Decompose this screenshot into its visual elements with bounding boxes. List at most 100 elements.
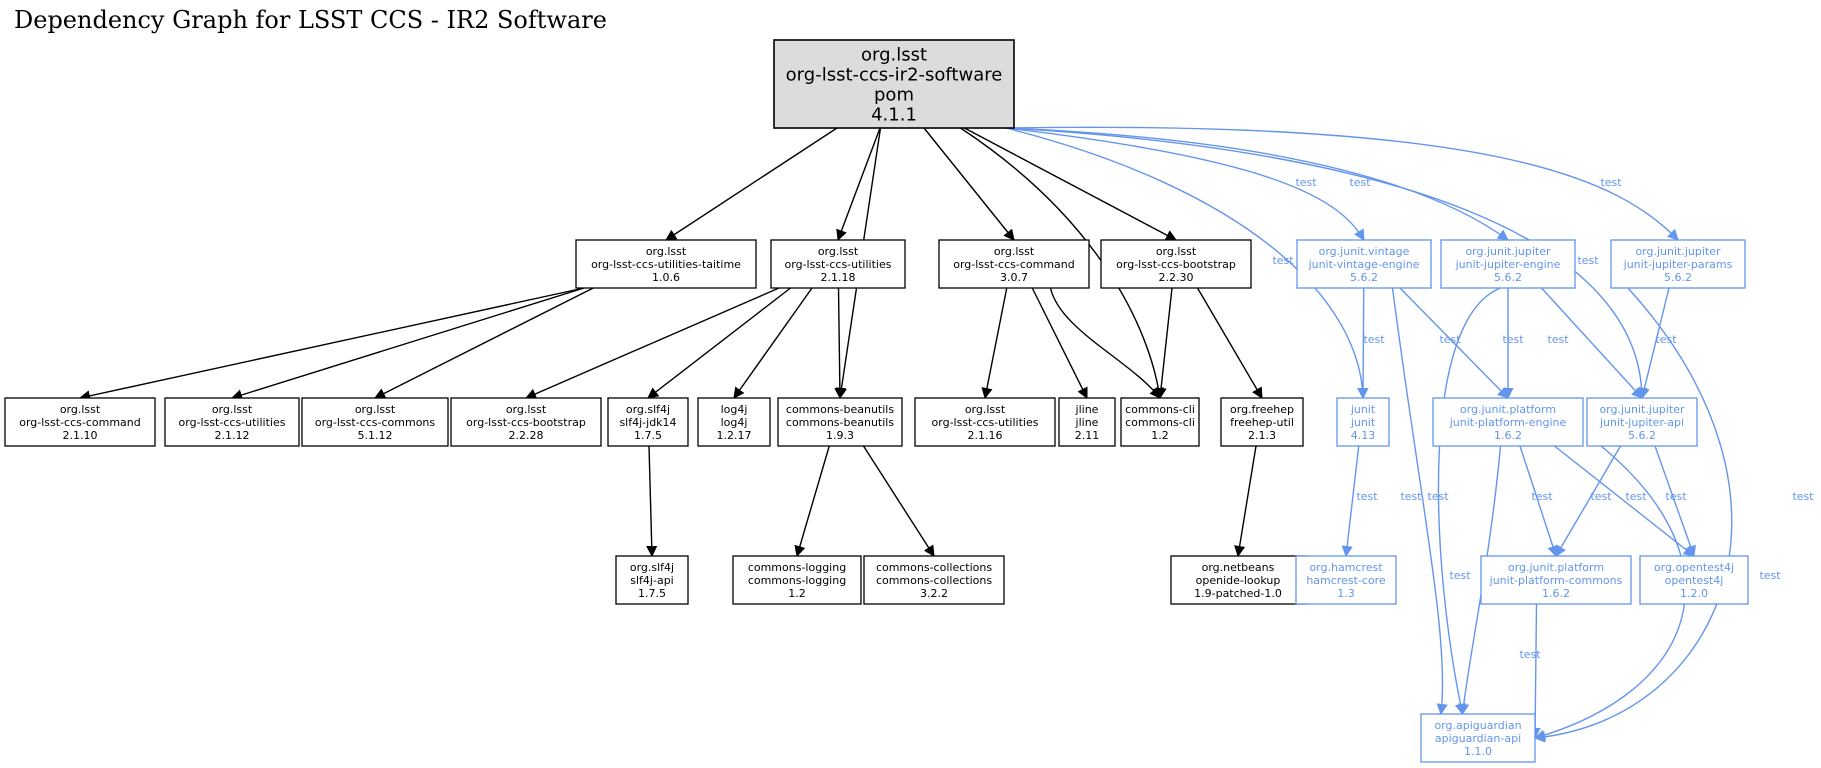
- edge-taitime-to-command2110: [78, 287, 585, 402]
- node-label-jupiterengine-line2: 5.6.2: [1494, 271, 1522, 284]
- node-label-logging-line0: commons-logging: [748, 561, 846, 574]
- edge-root-to-vintage: [1005, 127, 1365, 241]
- node-label-utilities2112-line2: 2.1.12: [215, 429, 250, 442]
- node-label-jline-line0: jline: [1075, 403, 1099, 416]
- node-label-jupiterapi-line2: 5.6.2: [1628, 429, 1656, 442]
- node-label-commonscli-line0: commons-cli: [1125, 403, 1195, 416]
- edge-label-root-to-jupiterparams: test: [1600, 176, 1622, 189]
- node-label-platformengine-line2: 1.6.2: [1494, 429, 1522, 442]
- node-platformengine: org.junit.platformjunit-platform-engine1…: [1432, 397, 1584, 447]
- node-box-hamcrest: [1295, 555, 1397, 605]
- node-label-utilities218-line0: org.lsst: [818, 245, 859, 258]
- node-box-taitime: [575, 239, 757, 289]
- node-label-jupiterengine-line0: org.junit.jupiter: [1465, 245, 1551, 258]
- node-label-jupiterapi-line0: org.junit.jupiter: [1599, 403, 1685, 416]
- edge-vintage-to-platformengine: [1399, 287, 1509, 399]
- edge-label-platformengine-to-opentest4j: test: [1625, 490, 1647, 503]
- node-label-utilities2116-line2: 2.1.16: [968, 429, 1003, 442]
- node-label-root-line3: 4.1.1: [871, 104, 917, 125]
- edge-utilities218-to-beanutils: [834, 287, 846, 400]
- edge-taitime-to-utilities2112: [230, 287, 585, 401]
- node-label-junit-line0: junit: [1350, 403, 1376, 416]
- node-label-apiguardian-line0: org.apiguardian: [1434, 719, 1521, 732]
- node-label-bootstrap2228-line2: 2.2.28: [509, 429, 544, 442]
- node-label-logging-line2: 1.2: [788, 587, 806, 600]
- node-label-bootstrap2228-line1: org-lsst-ccs-bootstrap: [466, 416, 586, 429]
- node-box-collections: [863, 555, 1005, 605]
- edge-root-to-jupiterapi: [1005, 127, 1648, 400]
- node-box-slf4jjdk: [607, 397, 689, 447]
- node-label-apiguardian-line2: 1.1.0: [1464, 745, 1492, 758]
- edge-label-jupiterengine-to-jupiterapi: test: [1547, 333, 1569, 346]
- node-label-taitime-line0: org.lsst: [646, 245, 687, 258]
- node-label-platformengine-line1: junit-platform-engine: [1449, 416, 1567, 429]
- node-jupiterparams: org.junit.jupiterjunit-jupiter-params5.6…: [1610, 239, 1746, 289]
- edge-root-to-taitime: [665, 127, 838, 241]
- node-box-log4j: [697, 397, 771, 447]
- node-box-jupiterapi: [1586, 397, 1698, 447]
- node-label-opentest4j-line1: opentest4j: [1665, 574, 1724, 587]
- node-box-utilities2116: [914, 397, 1056, 447]
- edge-root-to-utilities218: [836, 127, 881, 242]
- node-root: org.lsstorg-lsst-ccs-ir2-softwarepom4.1.…: [773, 39, 1015, 129]
- node-box-commons5112: [301, 397, 449, 447]
- node-label-log4j-line2: 1.2.17: [717, 429, 752, 442]
- node-label-opentest4j-line0: org.opentest4j: [1654, 561, 1734, 574]
- node-label-utilities2116-line0: org.lsst: [965, 403, 1006, 416]
- edge-label-jupiterengine-to-apiguardian: test: [1427, 490, 1449, 503]
- node-label-hamcrest-line2: 1.3: [1337, 587, 1355, 600]
- node-label-utilities218-line1: org-lsst-ccs-utilities: [785, 258, 892, 271]
- edge-junit-to-hamcrest: [1341, 445, 1360, 558]
- node-label-slf4jjdk-line0: org.slf4j: [626, 403, 670, 416]
- graph-title: Dependency Graph for LSST CCS - IR2 Soft…: [14, 6, 607, 34]
- edge-beanutils-to-collections: [862, 445, 935, 557]
- edge-utilities218-to-slf4jjdk: [647, 287, 791, 399]
- edge-root-to-command307: [923, 127, 1015, 241]
- node-label-collections-line0: commons-collections: [876, 561, 992, 574]
- node-label-beanutils-line2: 1.9.3: [826, 429, 854, 442]
- node-label-junit-line1: junit: [1350, 416, 1376, 429]
- node-label-commons5112-line1: org-lsst-ccs-commons: [315, 416, 436, 429]
- node-box-apiguardian: [1420, 713, 1536, 763]
- node-box-bootstrap2230: [1100, 239, 1252, 289]
- node-label-command2110-line0: org.lsst: [60, 403, 101, 416]
- node-label-jupiterapi-line1: junit-jupiter-api: [1599, 416, 1684, 429]
- node-label-platformcommons-line0: org.junit.platform: [1508, 561, 1604, 574]
- node-box-utilities2112: [164, 397, 300, 447]
- node-box-slf4japi: [615, 555, 689, 605]
- edge-platformengine-to-opentest4j: [1554, 445, 1695, 557]
- nodes-layer: org.lsstorg-lsst-ccs-ir2-softwarepom4.1.…: [4, 39, 1749, 763]
- node-label-command307-line0: org.lsst: [994, 245, 1035, 258]
- node-label-beanutils-line1: commons-beanutils: [786, 416, 894, 429]
- node-box-platformcommons: [1480, 555, 1632, 605]
- node-label-freehep-line2: 2.1.3: [1248, 429, 1276, 442]
- node-label-taitime-line1: org-lsst-ccs-utilities-taitime: [591, 258, 741, 271]
- node-label-log4j-line1: log4j: [721, 416, 748, 429]
- node-label-root-line2: pom: [874, 84, 914, 105]
- edge-label-root-to-junit: test: [1272, 254, 1294, 267]
- node-label-commonscli-line2: 1.2: [1151, 429, 1169, 442]
- edge-slf4jjdk-to-slf4japi: [646, 445, 658, 558]
- node-label-utilities218-line2: 2.1.18: [821, 271, 856, 284]
- node-label-opentest4j-line2: 1.2.0: [1680, 587, 1708, 600]
- edge-label-jupiterapi-to-apiguardian: test: [1759, 569, 1781, 582]
- edge-command307-to-jline: [1031, 287, 1088, 400]
- node-label-bootstrap2230-line2: 2.2.30: [1159, 271, 1194, 284]
- edge-jupiterengine-to-jupiterapi: [1540, 287, 1643, 399]
- edge-beanutils-to-logging: [794, 445, 830, 558]
- node-label-command2110-line1: org-lsst-ccs-command: [19, 416, 141, 429]
